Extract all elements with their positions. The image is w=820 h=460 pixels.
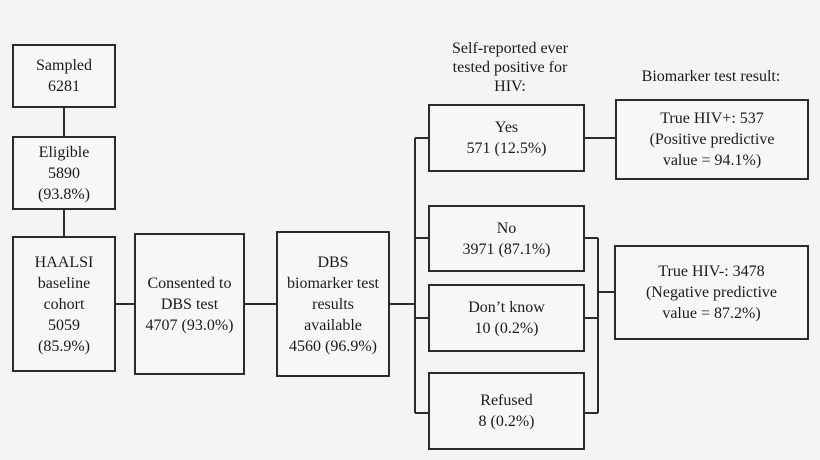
biomarker-heading-line: Biomarker test result:: [641, 68, 781, 85]
biomarker-heading: Biomarker test result:: [606, 67, 816, 86]
eligible-percent: (93.8%): [38, 185, 90, 203]
refused-label: Refused: [480, 392, 533, 409]
haalsi-label: cohort: [43, 295, 85, 313]
self-report-heading-line: tested positive for: [452, 59, 568, 76]
yes-count: 571 (12.5%): [466, 140, 547, 157]
dbs-results-box: DBS biomarker test results available 456…: [276, 231, 390, 377]
sampled-box: Sampled 6281: [12, 44, 116, 108]
dbs-count: 4560 (96.9%): [289, 337, 377, 355]
consented-label: DBS test: [160, 295, 219, 313]
haalsi-label: HAALSI: [34, 253, 94, 271]
consented-box: Consented to DBS test 4707 (93.0%): [134, 233, 245, 375]
negative-predictive-value: value = 87.2%): [662, 305, 761, 322]
sampled-count: 6281: [48, 78, 80, 95]
haalsi-percent: (85.9%): [38, 337, 90, 355]
negative-predictive-label: (Negative predictive: [645, 284, 778, 301]
no-count: 3971 (87.1%): [462, 240, 551, 258]
consented-count: 4707 (93.0%): [145, 316, 234, 334]
sampled-label: Sampled: [36, 57, 92, 74]
eligible-count: 5890: [48, 164, 80, 182]
dbs-label: biomarker test: [287, 274, 379, 292]
dbs-label: results: [312, 295, 354, 313]
haalsi-count: 5059: [48, 316, 80, 334]
self-report-heading-line: HIV:: [494, 78, 526, 95]
no-box: No 3971 (87.1%): [428, 205, 585, 272]
dont-know-box: Don’t know 10 (0.2%): [428, 284, 585, 352]
dbs-label: DBS: [317, 253, 349, 271]
eligible-label: Eligible: [38, 143, 90, 161]
haalsi-label: baseline: [37, 274, 91, 292]
self-report-heading-line: Self-reported ever: [452, 40, 568, 57]
consented-label: Consented to: [147, 274, 232, 292]
true-positive-box: True HIV+: 537 (Positive predictive valu…: [615, 99, 809, 180]
positive-predictive-label: (Positive predictive: [649, 131, 775, 148]
refused-box: Refused 8 (0.2%): [428, 372, 585, 450]
refused-count: 8 (0.2%): [478, 413, 535, 430]
true-negative-box: True HIV-: 3478 (Negative predictive val…: [614, 245, 809, 340]
true-positive-count: True HIV+: 537: [660, 110, 764, 127]
eligible-box: Eligible 5890 (93.8%): [12, 136, 116, 210]
dbs-label: available: [304, 316, 362, 334]
self-report-heading: Self-reported ever tested positive for H…: [418, 39, 602, 96]
yes-label: Yes: [494, 119, 519, 136]
true-negative-count: True HIV-: 3478: [658, 263, 765, 280]
haalsi-cohort-box: HAALSI baseline cohort 5059 (85.9%): [12, 236, 116, 372]
yes-box: Yes 571 (12.5%): [428, 104, 585, 172]
dont-know-label: Don’t know: [468, 299, 545, 316]
no-label: No: [496, 219, 517, 237]
positive-predictive-value: value = 94.1%): [662, 152, 762, 169]
dont-know-count: 10 (0.2%): [474, 320, 539, 337]
